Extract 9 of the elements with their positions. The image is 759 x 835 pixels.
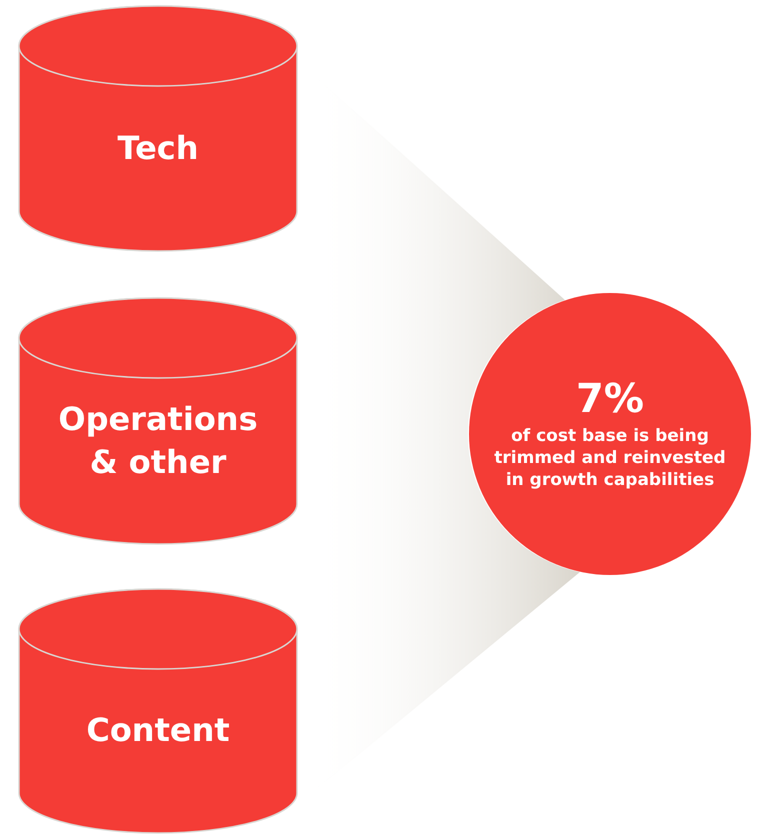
- cylinder-label: Content: [86, 710, 230, 752]
- cylinder: [18, 588, 298, 834]
- cylinder-label: Tech: [117, 128, 199, 169]
- circle: [468, 292, 752, 576]
- cylinder: [18, 5, 298, 252]
- cylinder-label: Operations & other: [57, 398, 259, 483]
- circle-description: of cost base is being trimmed and reinvested in growth capabilities: [493, 424, 727, 492]
- percentage-value: 7%: [576, 376, 644, 421]
- cylinder: [18, 297, 298, 545]
